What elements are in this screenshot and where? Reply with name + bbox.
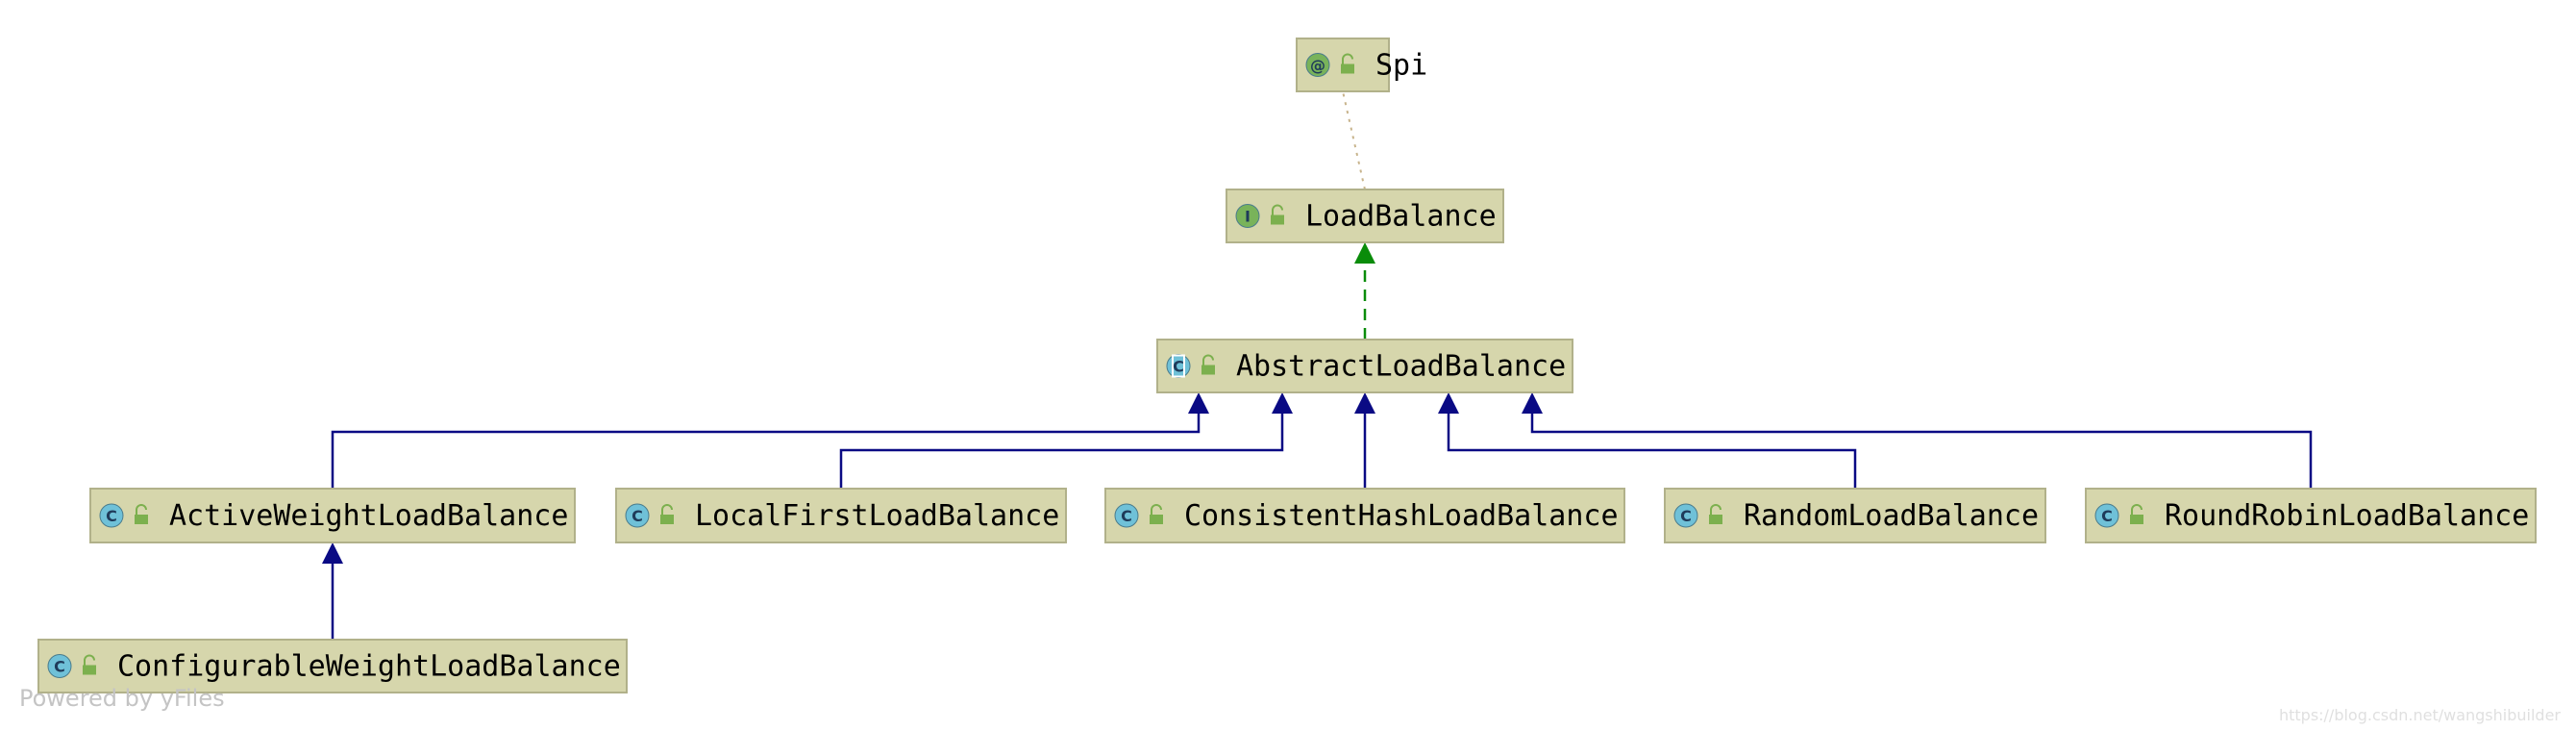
node-spi[interactable]: @ Spi [1296, 38, 1427, 92]
public-lock-icon [83, 654, 96, 675]
public-lock-icon [1201, 354, 1215, 375]
node-label: RandomLoadBalance [1744, 499, 2039, 533]
node-label: RoundRobinLoadBalance [2165, 499, 2529, 533]
node-label: ConsistentHashLoadBalance [1184, 499, 1619, 533]
interface-icon: I [1235, 204, 1260, 228]
node-label: ActiveWeightLoadBalance [169, 499, 568, 533]
class-icon: C [1673, 503, 1698, 528]
class-icon: C [2094, 503, 2119, 528]
badge-letter: C [632, 507, 643, 525]
badge-letter: C [54, 658, 65, 676]
node-configurableweight[interactable]: C ConfigurableWeightLoadBalance [37, 639, 628, 693]
edge-roundrobin-to-abstract [1530, 414, 2313, 489]
public-lock-icon [1341, 53, 1354, 74]
public-lock-icon [1150, 504, 1163, 524]
arrowhead-random-to-abstract [1438, 392, 1459, 414]
node-box [1664, 488, 2046, 543]
class-icon: C [1114, 503, 1139, 528]
annotation-icon: @ [1305, 53, 1330, 77]
class-icon: C [47, 654, 72, 678]
public-lock-icon [1271, 204, 1284, 225]
public-lock-icon [135, 504, 148, 524]
node-box [1156, 339, 1573, 393]
edge-random-to-abstract [1447, 414, 1857, 489]
badge-letter: C [2101, 507, 2113, 525]
badge-letter: I [1245, 208, 1251, 226]
powered-by-label: Powered by yFiles [19, 685, 225, 712]
badge-letter: C [106, 507, 117, 525]
node-label: ConfigurableWeightLoadBalance [117, 650, 621, 684]
abstract-class-icon: C [1166, 354, 1191, 378]
node-loadbalance[interactable]: I LoadBalance [1226, 189, 1504, 243]
node-box [2085, 488, 2537, 543]
arrowhead-roundrobin-to-abstract [1522, 392, 1543, 414]
node-label: LoadBalance [1305, 200, 1497, 234]
arrowhead-consistenthash-to-abstract [1354, 392, 1375, 414]
public-lock-icon [2130, 504, 2143, 524]
badge-letter: C [1680, 507, 1692, 525]
watermark-url: https://blog.csdn.net/wangshibuilder [2278, 706, 2561, 724]
arrowhead-activeweight-to-abstract [1188, 392, 1209, 414]
edge-loadbalance-to-spi [1342, 90, 1366, 190]
node-activeweight[interactable]: C ActiveWeightLoadBalance [89, 488, 576, 543]
node-box [89, 488, 576, 543]
node-abstract[interactable]: C AbstractLoadBalance [1156, 339, 1573, 393]
node-box [615, 488, 1067, 543]
node-random[interactable]: C RandomLoadBalance [1664, 488, 2046, 543]
node-label: AbstractLoadBalance [1236, 350, 1566, 384]
badge-letter: @ [1310, 57, 1325, 75]
node-box [1104, 488, 1625, 543]
public-lock-icon [660, 504, 674, 524]
edge-localfirst-to-abstract [839, 414, 1284, 489]
edges-layer [322, 90, 2313, 640]
class-icon: C [625, 503, 650, 528]
public-lock-icon [1709, 504, 1722, 524]
arrowhead-abstract-to-loadbalance [1354, 242, 1375, 264]
node-label: Spi [1375, 49, 1427, 83]
node-label: LocalFirstLoadBalance [695, 499, 1059, 533]
node-box [37, 639, 628, 693]
edge-activeweight-to-abstract [331, 414, 1201, 489]
node-localfirst[interactable]: C LocalFirstLoadBalance [615, 488, 1067, 543]
node-consistenthash[interactable]: C ConsistentHashLoadBalance [1104, 488, 1625, 543]
class-icon: C [99, 503, 124, 528]
badge-letter: C [1121, 507, 1132, 525]
arrowhead-configurableweight-to-activeweight [322, 542, 343, 564]
arrowhead-localfirst-to-abstract [1272, 392, 1293, 414]
node-roundrobin[interactable]: C RoundRobinLoadBalance [2085, 488, 2537, 543]
badge-letter: C [1173, 358, 1184, 376]
